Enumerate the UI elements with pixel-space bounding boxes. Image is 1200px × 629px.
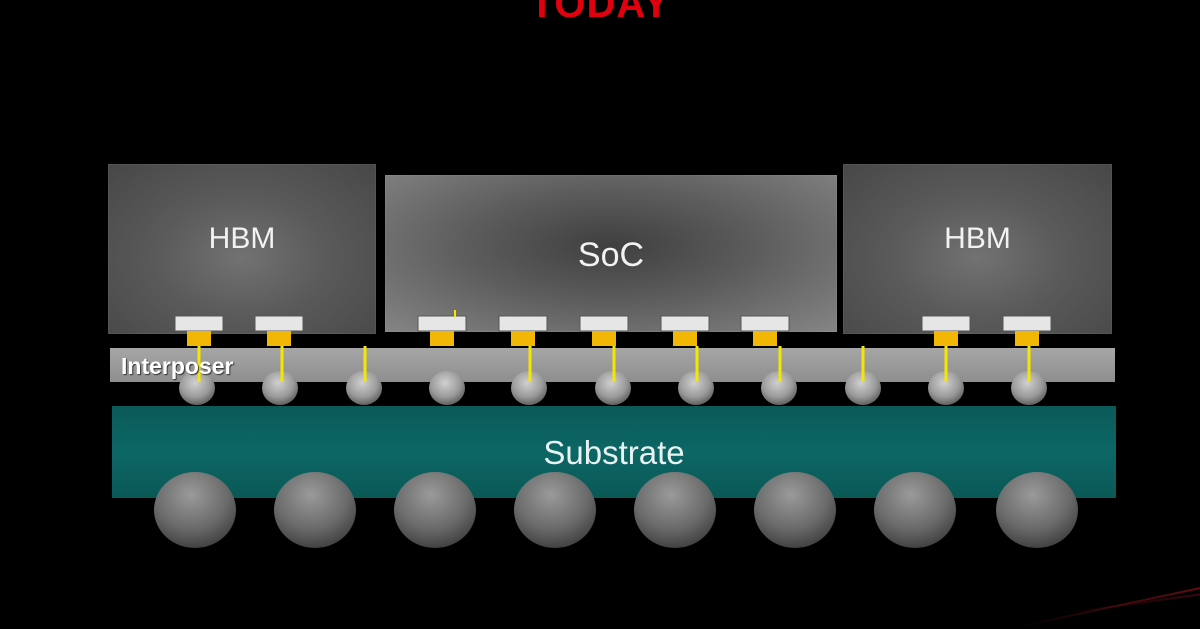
bond-pad (174, 315, 224, 332)
interposer-label: Interposer (121, 353, 234, 379)
package-solder-ball (996, 472, 1078, 548)
c4-bump (1011, 371, 1047, 405)
c4-bump (761, 371, 797, 405)
hbm-right-die: HBM (843, 164, 1112, 334)
bond-pad (498, 315, 548, 332)
hbm-left-die: HBM (108, 164, 376, 334)
substrate: Substrate (112, 406, 1116, 498)
c4-bump (595, 371, 631, 405)
c4-bump (678, 371, 714, 405)
microbump (187, 331, 211, 346)
package-solder-ball (154, 472, 236, 548)
interconnect-layer (154, 310, 1078, 548)
c4-bump (845, 371, 881, 405)
bond-pad (579, 315, 629, 332)
diagram-canvas: TODAY HBM SoC HBM Substrate Interposer (108, 0, 1200, 629)
microbump (267, 331, 291, 346)
package-solder-ball (754, 472, 836, 548)
bond-pad (1002, 315, 1052, 332)
package-solder-ball (274, 472, 356, 548)
package-solder-ball (874, 472, 956, 548)
package-solder-ball (514, 472, 596, 548)
c4-bump (179, 371, 215, 405)
bond-pad (740, 315, 790, 332)
soc-die: SoC (385, 175, 837, 332)
bond-pad (417, 315, 467, 332)
package-solder-ball (634, 472, 716, 548)
microbump (430, 331, 454, 346)
microbump (934, 331, 958, 346)
package-solder-ball (394, 472, 476, 548)
bond-pad (254, 315, 304, 332)
bond-pad (921, 315, 971, 332)
bond-pad (660, 315, 710, 332)
microbump (1015, 331, 1039, 346)
microbump (592, 331, 616, 346)
microbump (673, 331, 697, 346)
c4-bump (346, 371, 382, 405)
microbump (511, 331, 535, 346)
c4-bump (928, 371, 964, 405)
c4-bump (511, 371, 547, 405)
soc-label: SoC (577, 236, 645, 274)
c4-bump (262, 371, 298, 405)
c4-bump (429, 371, 465, 405)
hbm-right-label: HBM (944, 222, 1011, 255)
hbm-left-label: HBM (208, 222, 276, 255)
microbump (753, 331, 777, 346)
slide-title: TODAY (529, 0, 671, 26)
substrate-label: Substrate (543, 434, 685, 471)
